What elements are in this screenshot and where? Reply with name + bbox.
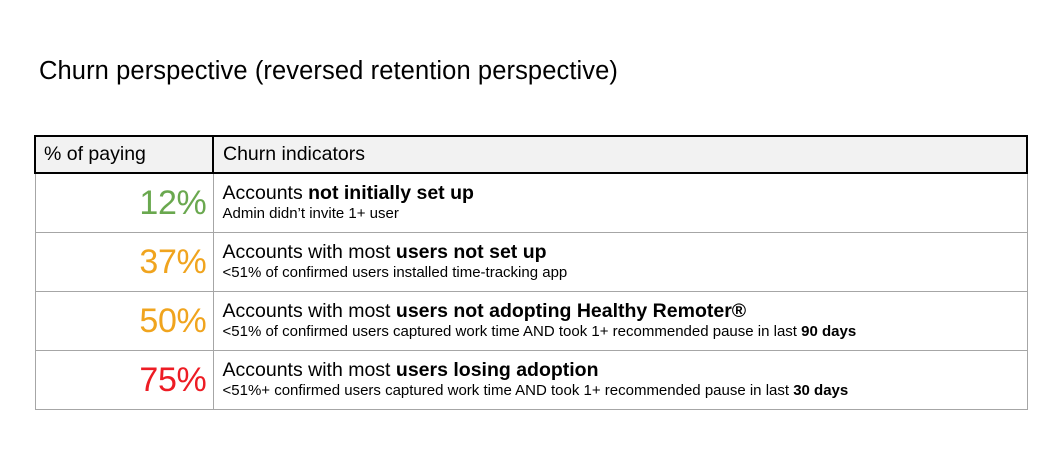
indicator-cell: Accounts with most users losing adoption… [212,350,1028,410]
indicator-title-bold: users losing adoption [395,358,599,381]
table-row: 12% Accounts not initially set up Admin … [34,172,1028,233]
percent-cell: 37% [34,232,214,292]
indicator-title-prefix: Accounts with most [222,358,396,381]
table-header-row: % of paying Churn indicators [34,135,1028,174]
percent-cell: 12% [34,172,214,233]
indicator-subtitle-prefix: <51% of confirmed users installed time-t… [222,264,568,282]
indicator-title-bold: users not set up [395,240,547,263]
indicator-title-prefix: Accounts [222,181,309,204]
indicator-title: Accounts with most users not set up [222,240,1023,264]
indicator-title: Accounts with most users losing adoption [222,358,1023,382]
percent-cell: 75% [34,350,214,410]
page-title: Churn perspective (reversed retention pe… [39,57,619,85]
column-header-churn-indicators: Churn indicators [212,135,1028,174]
indicator-title: Accounts with most users not adopting He… [222,299,1023,323]
indicator-subtitle: <51%+ confirmed users captured work time… [223,382,1023,400]
status-badge: 37% [139,243,207,281]
indicator-subtitle: <51% of confirmed users captured work ti… [223,323,1023,341]
indicator-subtitle-prefix: <51% of confirmed users captured work ti… [222,323,802,341]
percent-cell: 50% [34,291,214,351]
column-header-percent-of-paying: % of paying [34,135,214,174]
indicator-subtitle-bold: 30 days [793,382,849,400]
indicator-subtitle: Admin didn’t invite 1+ user [223,205,1023,223]
table-row: 50% Accounts with most users not adoptin… [34,291,1028,351]
indicator-subtitle-bold: 90 days [801,323,857,341]
indicator-title-prefix: Accounts with most [222,240,396,263]
status-badge: 75% [139,361,207,399]
churn-indicators-table: % of paying Churn indicators 12% Account… [34,135,1028,410]
indicator-title-bold: not initially set up [308,181,474,204]
indicator-subtitle: <51% of confirmed users installed time-t… [223,264,1023,282]
table-row: 37% Accounts with most users not set up … [34,232,1028,292]
indicator-subtitle-prefix: <51%+ confirmed users captured work time… [222,382,794,400]
indicator-title: Accounts not initially set up [222,181,1023,205]
table-header: % of paying Churn indicators [34,135,1028,174]
indicator-cell: Accounts with most users not set up <51%… [212,232,1028,292]
status-badge: 12% [139,184,207,222]
status-badge: 50% [139,302,207,340]
indicator-subtitle-prefix: Admin didn’t invite 1+ user [222,205,399,223]
table-row: 75% Accounts with most users losing adop… [34,350,1028,410]
indicator-title-prefix: Accounts with most [222,299,396,322]
indicator-cell: Accounts with most users not adopting He… [212,291,1028,351]
indicator-title-bold: users not adopting Healthy Remoter® [395,299,747,322]
table-body: 12% Accounts not initially set up Admin … [34,172,1028,410]
indicator-cell: Accounts not initially set up Admin didn… [212,172,1028,233]
